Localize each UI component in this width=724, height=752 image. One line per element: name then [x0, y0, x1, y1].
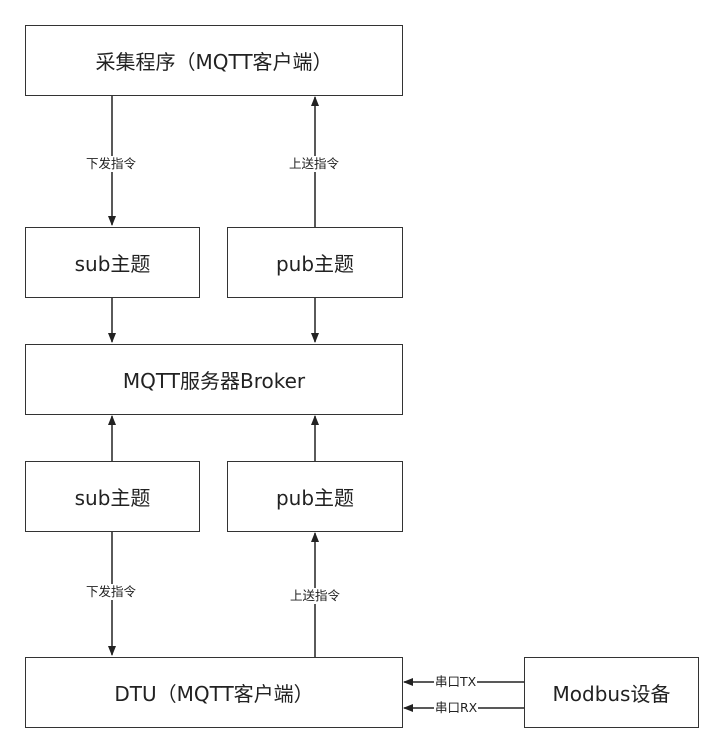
edge-label-serial-tx: 串口TX [434, 674, 478, 690]
pub-top-label: pub主题 [275, 252, 355, 276]
broker-label: MQTT服务器Broker [122, 369, 306, 393]
sub-top-node: sub主题 [25, 227, 200, 298]
edge-label-serial-rx: 串口RX [434, 700, 479, 716]
dtu-node: DTU（MQTT客户端） [25, 657, 403, 728]
modbus-node: Modbus设备 [524, 657, 699, 728]
edge-label-up-cmd-top: 上送指令 [288, 156, 341, 172]
broker-node: MQTT服务器Broker [25, 344, 403, 415]
pub-bottom-node: pub主题 [227, 461, 403, 532]
modbus-label: Modbus设备 [552, 682, 671, 706]
pub-top-node: pub主题 [227, 227, 403, 298]
edge-label-down-cmd-bottom: 下发指令 [85, 584, 138, 600]
collector-label: 采集程序（MQTT客户端） [95, 50, 333, 74]
dtu-label: DTU（MQTT客户端） [114, 682, 314, 706]
sub-bottom-node: sub主题 [25, 461, 200, 532]
sub-top-label: sub主题 [74, 252, 151, 276]
pub-bottom-label: pub主题 [275, 486, 355, 510]
edge-label-up-cmd-bottom: 上送指令 [289, 588, 342, 604]
collector-node: 采集程序（MQTT客户端） [25, 25, 403, 96]
sub-bottom-label: sub主题 [74, 486, 151, 510]
edge-label-down-cmd-top: 下发指令 [85, 156, 138, 172]
